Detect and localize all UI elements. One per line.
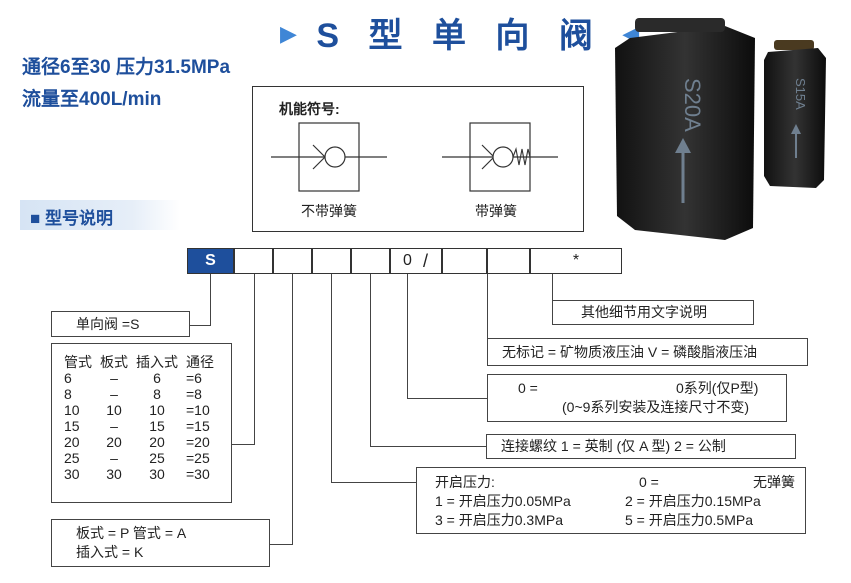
thread-box: 连接螺纹 1 = 英制 (仅 A 型) 2 = 公制: [486, 434, 796, 459]
cracking-pressure-box: 开启压力: 0 = 无弹簧 1 = 开启压力0.05MPa 2 = 开启压力0.…: [416, 467, 806, 534]
leader-line: [331, 482, 416, 483]
table-header-row: 管式 板式 插入式 通径: [64, 354, 214, 370]
code-cell-thread: [312, 248, 351, 274]
leader-line: [370, 446, 486, 447]
table-row: 15–15=15: [64, 418, 210, 434]
spec-size-pressure: 通径6至30 压力31.5MPa: [22, 57, 231, 78]
check-valve-box: 单向阀 =S: [51, 311, 190, 337]
fluid-box: 无标记 = 矿物质液压油 V = 磷酸脂液压油: [487, 338, 808, 366]
section-bar: [20, 200, 180, 230]
code-cell-other: *: [530, 248, 622, 274]
code-cell-size: [273, 248, 312, 274]
leader-line: [407, 398, 487, 399]
code-cell-series: 0 /: [390, 248, 442, 274]
with-spring-label: 带弹簧: [475, 203, 517, 219]
leader-line: [331, 274, 332, 482]
table-row: 6–6=6: [64, 370, 202, 386]
symbol-heading: 机能符号:: [279, 101, 340, 117]
leader-line: [370, 274, 371, 446]
code-cell-s: S: [187, 248, 234, 274]
valve-photo-large: S20A: [615, 18, 755, 240]
leader-line: [407, 274, 408, 398]
leader-line: [232, 444, 255, 445]
leader-line: [254, 274, 255, 444]
triangle-right-icon: ▶: [280, 21, 297, 46]
large-valve-marking: S20A: [680, 78, 705, 132]
code-cell-fluid: [487, 248, 530, 274]
no-spring-label: 不带弹簧: [301, 203, 357, 219]
leader-line: [190, 325, 211, 326]
valve-photo-small: S15A: [764, 40, 826, 188]
leader-line: [270, 544, 293, 545]
code-cell-cracking: [351, 248, 390, 274]
small-valve-marking: S15A: [793, 78, 808, 110]
spec-flow: 流量至400L/min: [22, 89, 162, 110]
page-title: ▶ S 型 单 向 阀 ◀: [280, 17, 640, 55]
code-cell-type: [234, 248, 273, 274]
other-details-box: 其他细节用文字说明: [552, 300, 754, 325]
check-valve-symbols-icon: [271, 122, 558, 192]
leader-line: [210, 274, 211, 325]
leader-line: [292, 274, 293, 544]
table-row: 25–25=25: [64, 450, 210, 466]
mounting-type-box: 板式 = P 管式 = A 插入式 = K: [51, 519, 270, 567]
code-cell-blank: [442, 248, 487, 274]
series-box: 0 =0系列(仅P型) (0~9系列安装及连接尺寸不变): [487, 374, 787, 422]
function-symbol-box: 机能符号: 不带弹簧 带弹簧: [252, 86, 584, 232]
table-row: 8–8=8: [64, 386, 202, 402]
leader-line: [487, 274, 488, 352]
section-title: ■ 型号说明: [30, 209, 113, 228]
leader-line: [552, 274, 553, 314]
